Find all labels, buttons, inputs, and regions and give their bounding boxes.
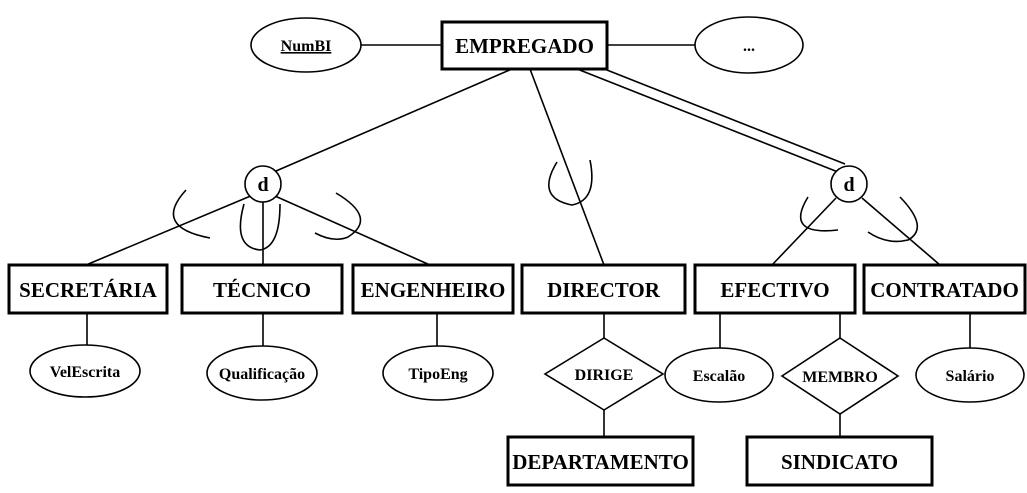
entity-efectivo[interactable]: EFECTIVO bbox=[693, 263, 857, 315]
empregado-to-right-d-double-line-b bbox=[573, 56, 846, 165]
specialization-right-circle[interactable]: d bbox=[830, 165, 868, 203]
entity-contratado-label: CONTRATADO bbox=[870, 278, 1019, 302]
subset-arc-efectivo bbox=[799, 196, 839, 232]
empregado-to-director-line bbox=[529, 68, 605, 266]
entity-engenheiro[interactable]: ENGENHEIRO bbox=[351, 263, 515, 315]
attribute-velescrita-label: VelEscrita bbox=[50, 364, 121, 381]
relationship-membro-label: MEMBRO bbox=[802, 369, 878, 386]
relationship-dirige[interactable]: DIRIGE bbox=[543, 337, 665, 411]
entity-departamento-label: DEPARTAMENTO bbox=[512, 450, 689, 474]
entity-sindicato-label: SINDICATO bbox=[781, 450, 898, 474]
entity-departamento[interactable]: DEPARTAMENTO bbox=[506, 435, 695, 487]
entity-tecnico[interactable]: TÉCNICO bbox=[180, 263, 344, 315]
entity-secretaria-label: SECRETÁRIA bbox=[19, 278, 158, 302]
attribute-salario-label: Salário bbox=[946, 368, 995, 385]
subset-arc-secretaria bbox=[172, 189, 211, 239]
attribute-escalao[interactable]: Escalão bbox=[664, 347, 774, 403]
attribute-qualificacao-label: Qualificação bbox=[219, 366, 305, 383]
specialization-right-label: d bbox=[843, 174, 854, 196]
entity-contratado[interactable]: CONTRATADO bbox=[862, 263, 1027, 315]
d-to-efectivo-line bbox=[771, 197, 837, 266]
subset-arc-tecnico bbox=[239, 203, 281, 251]
attribute-numbi-label: NumBI bbox=[281, 38, 332, 55]
attribute-tipoeng-label: TipoEng bbox=[408, 366, 467, 383]
attribute-qualificacao[interactable]: Qualificação bbox=[206, 345, 318, 401]
attribute-tipoeng[interactable]: TipoEng bbox=[382, 345, 494, 401]
subset-arc-director bbox=[548, 159, 593, 206]
attribute-velescrita[interactable]: VelEscrita bbox=[29, 344, 141, 398]
attribute-more-label: ... bbox=[743, 38, 755, 55]
empregado-to-left-d-line bbox=[275, 68, 513, 172]
d-to-secretaria-line bbox=[85, 194, 254, 266]
relationship-membro[interactable]: MEMBRO bbox=[780, 337, 900, 415]
specialization-left-label: d bbox=[257, 174, 268, 196]
entity-empregado[interactable]: EMPREGADO bbox=[440, 20, 609, 71]
attribute-salario[interactable]: Salário bbox=[915, 347, 1025, 403]
connectors bbox=[85, 44, 971, 437]
d-to-engenheiro-line bbox=[274, 195, 431, 266]
entity-empregado-label: EMPREGADO bbox=[455, 34, 594, 58]
specialization-left-circle[interactable]: d bbox=[244, 165, 282, 203]
d-to-contratado-line bbox=[861, 197, 941, 266]
entity-tecnico-label: TÉCNICO bbox=[213, 278, 311, 302]
entity-director-label: DIRECTOR bbox=[547, 278, 661, 302]
empregado-to-right-d-double-line-a bbox=[566, 64, 839, 173]
entity-efectivo-label: EFECTIVO bbox=[720, 278, 829, 302]
attribute-escalao-label: Escalão bbox=[693, 368, 745, 385]
attribute-more[interactable]: ... bbox=[694, 16, 804, 74]
attribute-numbi[interactable]: NumBI bbox=[250, 17, 362, 73]
entity-director[interactable]: DIRECTOR bbox=[520, 263, 687, 315]
subset-arc-engenheiro bbox=[314, 192, 362, 241]
entity-engenheiro-label: ENGENHEIRO bbox=[361, 278, 506, 302]
relationship-dirige-label: DIRIGE bbox=[575, 367, 634, 384]
entity-sindicato[interactable]: SINDICATO bbox=[745, 435, 934, 487]
subset-arcs bbox=[172, 159, 918, 251]
entity-secretaria[interactable]: SECRETÁRIA bbox=[7, 263, 169, 315]
subset-arc-contratado bbox=[867, 196, 918, 243]
